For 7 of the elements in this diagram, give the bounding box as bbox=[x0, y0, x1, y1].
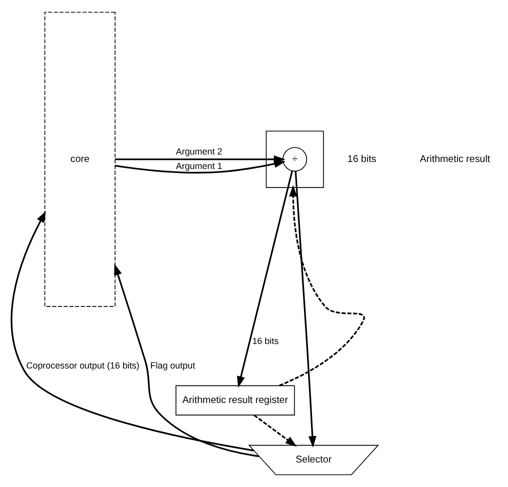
edge-label: Coprocessor output (16 bits) bbox=[26, 360, 140, 370]
edge-label: 16 bits bbox=[252, 336, 279, 346]
edge-label: Argument 1 bbox=[176, 160, 222, 171]
label: Arithmetic result bbox=[420, 154, 490, 165]
label: 16 bits bbox=[347, 154, 376, 165]
edge-label: Argument 2 bbox=[176, 146, 222, 156]
edge-label: Flag output bbox=[150, 360, 196, 370]
